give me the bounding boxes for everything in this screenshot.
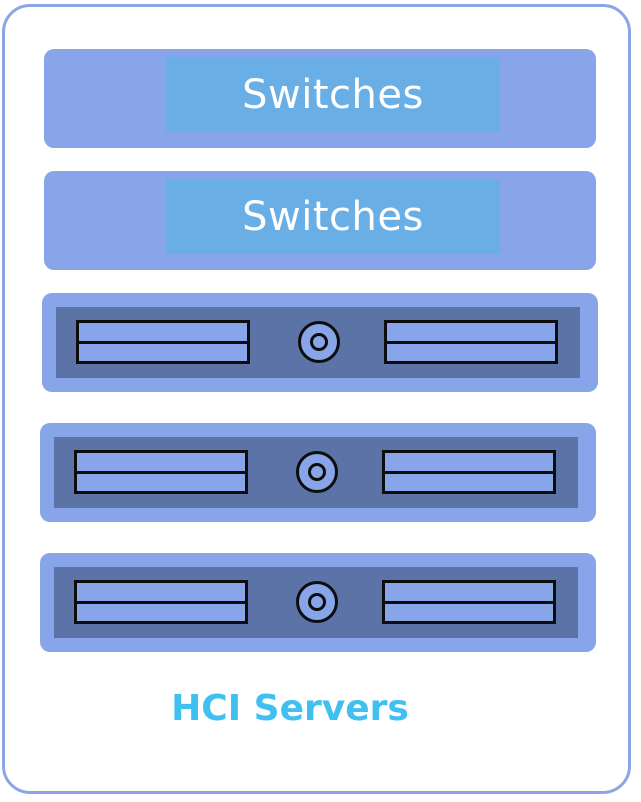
power-button-icon bbox=[298, 321, 340, 363]
server-unit-1 bbox=[42, 293, 598, 392]
server-unit-3 bbox=[40, 553, 596, 652]
switch-unit-2: Switches bbox=[44, 171, 596, 270]
drive-bay-icon bbox=[76, 320, 250, 364]
server-face-2 bbox=[54, 437, 578, 508]
server-face-3 bbox=[54, 567, 578, 638]
server-unit-2 bbox=[40, 423, 596, 522]
drive-bay-icon bbox=[382, 450, 556, 494]
drive-bay-icon bbox=[74, 580, 248, 624]
hci-servers-caption: HCI Servers bbox=[171, 688, 409, 729]
server-face-1 bbox=[56, 307, 580, 378]
drive-bay-icon bbox=[382, 580, 556, 624]
switch-label-box-1: Switches bbox=[166, 57, 500, 132]
switch-label-box-2: Switches bbox=[166, 179, 500, 254]
drive-bay-icon bbox=[384, 320, 558, 364]
switch-label-1: Switches bbox=[242, 71, 424, 118]
power-button-icon bbox=[296, 451, 338, 493]
switch-label-2: Switches bbox=[242, 193, 424, 240]
power-button-icon bbox=[296, 581, 338, 623]
switch-unit-1: Switches bbox=[44, 49, 596, 148]
drive-bay-icon bbox=[74, 450, 248, 494]
